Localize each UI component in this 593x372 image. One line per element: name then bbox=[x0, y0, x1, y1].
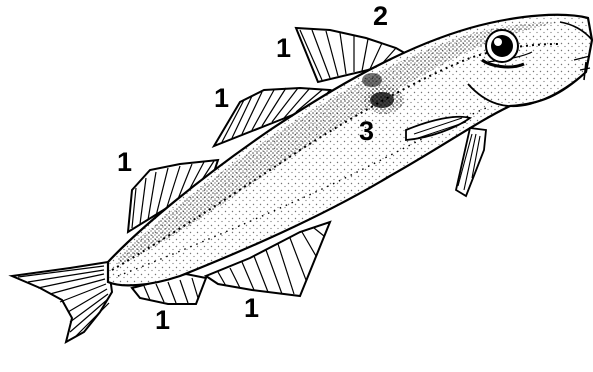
first-dorsal-label: 2 bbox=[373, 3, 388, 30]
second-dorsal-label: 1 bbox=[276, 35, 291, 62]
first-anal-label: 1 bbox=[155, 307, 170, 334]
second-anal-label: 1 bbox=[244, 295, 259, 322]
caudal-fin bbox=[12, 262, 112, 342]
fourth-dorsal-label: 1 bbox=[117, 149, 132, 176]
pectoral-blotch-label: 3 bbox=[359, 118, 374, 145]
pelvic-fin bbox=[456, 128, 486, 196]
third-dorsal-label: 1 bbox=[214, 85, 229, 112]
